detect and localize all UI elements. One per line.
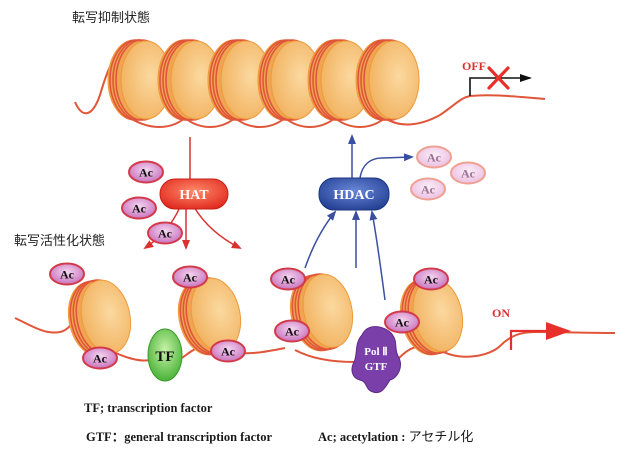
acetyl-label: Ac [139, 166, 154, 180]
acetyl-group: Ac [274, 319, 310, 343]
histone-octamer [355, 39, 420, 121]
acetyl-label: Ac [183, 271, 198, 285]
legend-ac-en: Ac; acetylation : [318, 430, 409, 444]
acetyl-group: Ac [49, 262, 85, 286]
off-promoter: OFF [462, 59, 532, 96]
active-state-label: 転写活性化状態 [14, 233, 105, 249]
acetyl-group: Ac [210, 339, 246, 363]
acetyl-group: Ac [128, 160, 164, 184]
acetyl-group: Ac [82, 346, 118, 370]
on-label: ON [492, 306, 510, 320]
acetyl-group: Ac [450, 161, 486, 185]
acetyl-label: Ac [158, 227, 173, 241]
condensed-chromatin [74, 39, 546, 128]
legend-ac: Ac; acetylation : アセチル化 [318, 430, 473, 445]
hdac-arrows [304, 134, 414, 301]
gtf-label: GTF [365, 361, 388, 373]
acetyl-group: Ac [416, 145, 452, 169]
acetyl-group: Ac [121, 196, 157, 220]
legend: TF; transcription factor GTF：general tra… [84, 401, 473, 445]
hat-enzyme: HAT [159, 178, 229, 210]
acetyl-label: Ac [60, 268, 75, 282]
legend-tf: TF; transcription factor [84, 401, 213, 415]
acetyl-label: Ac [395, 316, 410, 330]
histone-octamer [157, 39, 222, 121]
acetyl-label: Ac [424, 273, 439, 287]
transcription-factor: TF [147, 328, 183, 382]
tss-arrow-on [509, 329, 560, 350]
acetyl-label: Ac [132, 202, 147, 216]
histone-octamer [257, 39, 322, 121]
histone-octamer [399, 277, 464, 356]
acetyl-group: Ac [384, 310, 420, 334]
hat-label: HAT [179, 188, 209, 203]
acetyl-group: Ac [413, 267, 449, 291]
tf-label: TF [155, 349, 174, 365]
cross-icon [487, 66, 510, 90]
hdac-label: HDAC [333, 188, 374, 203]
off-label: OFF [462, 59, 486, 73]
acetyl-label: Ac [421, 183, 436, 197]
acetyl-label: Ac [427, 151, 442, 165]
arrow-head-icon [546, 322, 571, 340]
on-promoter: ON [492, 306, 571, 350]
acetyl-label: Ac [93, 352, 108, 366]
acetyl-group: Ac [410, 177, 446, 201]
pol-ii-gtf-complex: Pol Ⅱ GTF [351, 326, 401, 394]
legend-ac-jp: アセチル化 [409, 430, 474, 445]
acetyl-label: Ac [285, 325, 300, 339]
acetyl-label: Ac [461, 167, 476, 181]
acetyl-label: Ac [281, 273, 296, 287]
legend-gtf: GTF：general transcription factor [86, 430, 273, 444]
acetyl-group: Ac [147, 221, 183, 245]
repressed-state-label: 転写抑制状態 [72, 10, 150, 26]
acetyl-group: Ac [270, 267, 306, 291]
acetyl-label: Ac [221, 345, 236, 359]
acetyl-group: Ac [172, 265, 208, 289]
histone-octamer [207, 39, 272, 121]
hdac-enzyme: HDAC [318, 177, 390, 211]
tss-arrow-off [469, 74, 532, 96]
polii-label: Pol Ⅱ [364, 346, 387, 358]
